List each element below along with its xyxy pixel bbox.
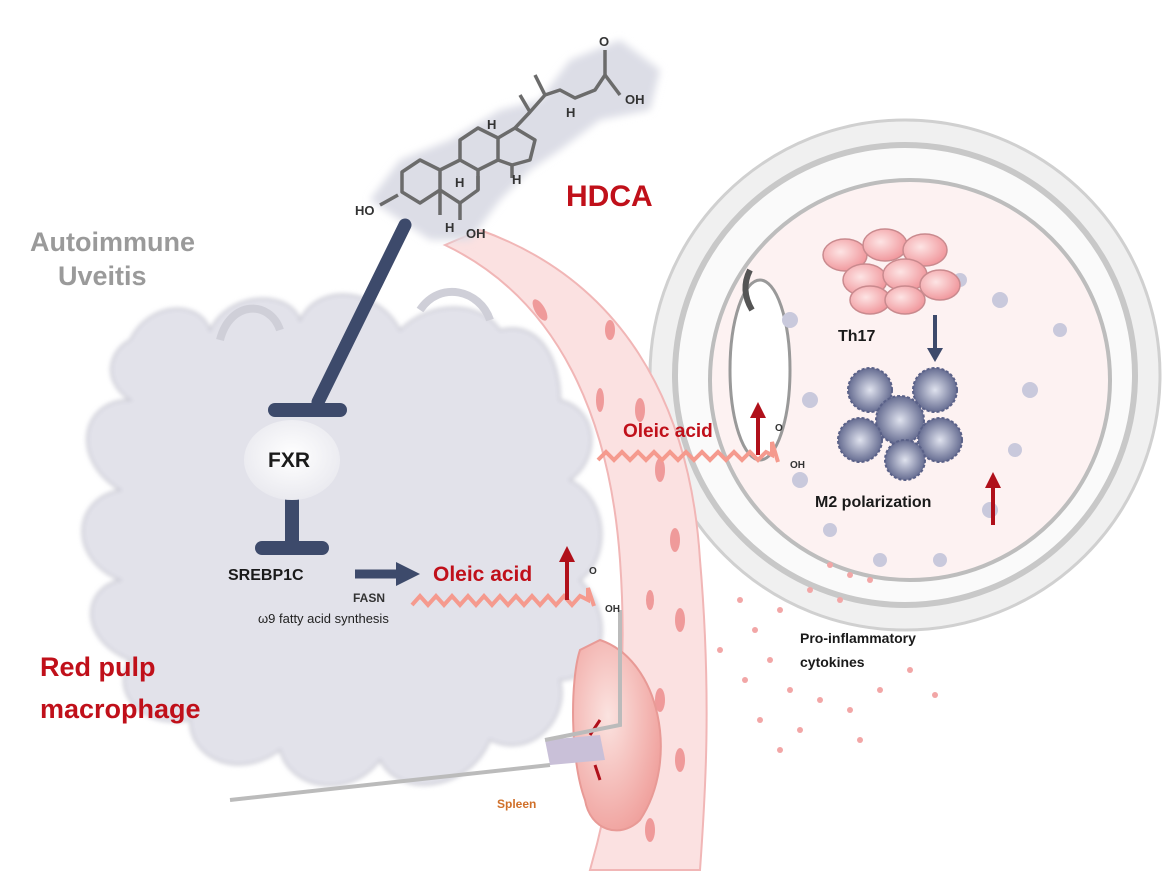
oleic-acid-label-eye: Oleic acid: [623, 421, 713, 442]
eye-oleic-o-label: O: [775, 423, 783, 434]
cell-type-label-line2: macrophage: [40, 694, 201, 724]
eye-illustration: [648, 118, 1162, 632]
molecule-h-label: H: [566, 105, 576, 120]
molecule-h-label: H: [487, 117, 497, 132]
spleen-icon: [229, 610, 662, 832]
cytokines-label-line1: Pro-inflammatory: [800, 630, 916, 646]
hdca-inhibits-fxr-arrow: [268, 218, 412, 417]
fatty-acid-synthesis-label: ω9 fatty acid synthesis: [258, 611, 389, 626]
cell-type-label-line1: Red pulp: [40, 652, 156, 682]
molecule-h-label: H: [455, 175, 465, 190]
synthesis-arrow-icon: [355, 562, 420, 586]
th17-label: Th17: [838, 328, 876, 345]
molecule-acid-o-label: O: [599, 34, 610, 49]
m2-macrophages-icon: [837, 367, 963, 481]
fxr-label: FXR: [268, 449, 310, 472]
molecule-h-label: H: [445, 220, 455, 235]
fasn-label: FASN: [353, 591, 386, 605]
oleic-oh-label: OH: [605, 604, 620, 615]
molecule-oh-label: OH: [466, 226, 486, 241]
oleic-acid-chain-eye: [596, 441, 780, 463]
hdca-title: HDCA: [566, 180, 653, 213]
disease-label-line1: Autoimmune: [30, 227, 195, 257]
molecule-h-label: H: [512, 172, 522, 187]
m2-polarization-label: M2 polarization: [815, 494, 932, 511]
molecule-ho-label: HO: [355, 203, 375, 218]
fxr-node: [244, 420, 340, 500]
eye-oleic-oh-label: OH: [790, 460, 805, 471]
oleic-o-label: O: [589, 566, 597, 577]
disease-label-line2: Uveitis: [58, 261, 147, 291]
hdca-molecule: [370, 40, 660, 240]
cytokine-dots: [717, 562, 938, 753]
spleen-label: Spleen: [497, 797, 537, 811]
cytokines-label-line2: cytokines: [800, 654, 865, 670]
th17-cells-icon: [822, 228, 961, 315]
macrophage-cell: [81, 288, 603, 787]
molecule-acid-oh-label: OH: [625, 92, 645, 107]
oleic-acid-chain-macrophage: [410, 587, 596, 609]
oleic-acid-label-macrophage: Oleic acid: [433, 563, 533, 586]
srebp1c-label: SREBP1C: [228, 567, 304, 584]
